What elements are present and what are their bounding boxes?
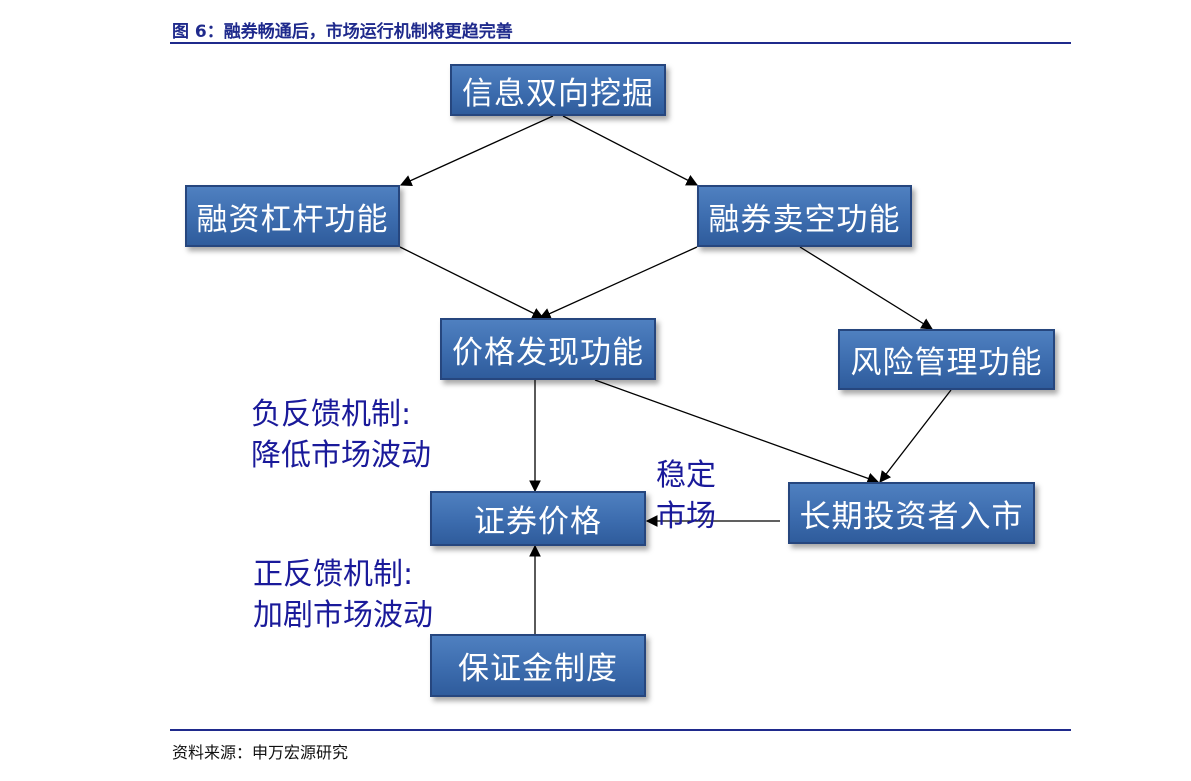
arrow-info-to-leverage [399,115,554,186]
figure-title: 图 6：融券畅通后，市场运行机制将更趋完善 [172,22,513,42]
node-price-discovery: 价格发现功能 [440,318,656,380]
node-long-term-investors: 长期投资者入市 [788,482,1035,544]
note-stabilize-line-2: 市场 [656,499,716,534]
note-negative-feedback-line-2: 降低市场波动 [251,438,431,473]
figure-source: 资料来源：申万宏源研究 [172,743,349,762]
node-info-mining: 信息双向挖掘 [450,64,666,116]
node-leverage-function: 融资杠杆功能 [185,185,400,247]
node-short-selling-function: 融券卖空功能 [697,185,912,247]
note-positive-feedback-line-1: 正反馈机制: [253,557,414,592]
note-stabilize-line-1: 稳定 [656,458,716,493]
note-stabilize-market: 稳定 市场 [656,455,716,537]
note-positive-feedback: 正反馈机制: 加剧市场波动 [253,554,433,636]
arrow-info-to-short [562,115,699,186]
arrow-short-to-risk [799,246,933,330]
note-negative-feedback-line-1: 负反馈机制: [251,397,412,432]
node-margin-system: 保证金制度 [430,634,646,697]
note-negative-feedback: 负反馈机制: 降低市场波动 [251,394,431,476]
source-divider [170,729,1071,731]
arrow-risk-to-investors [879,389,952,483]
arrow-leverage-to-price [399,246,545,319]
node-risk-management: 风险管理功能 [838,329,1055,390]
title-divider [170,42,1071,44]
arrow-price-to-investors [594,379,880,484]
note-positive-feedback-line-2: 加剧市场波动 [253,598,433,633]
node-security-price: 证券价格 [430,491,646,546]
arrow-short-to-price [538,246,698,319]
